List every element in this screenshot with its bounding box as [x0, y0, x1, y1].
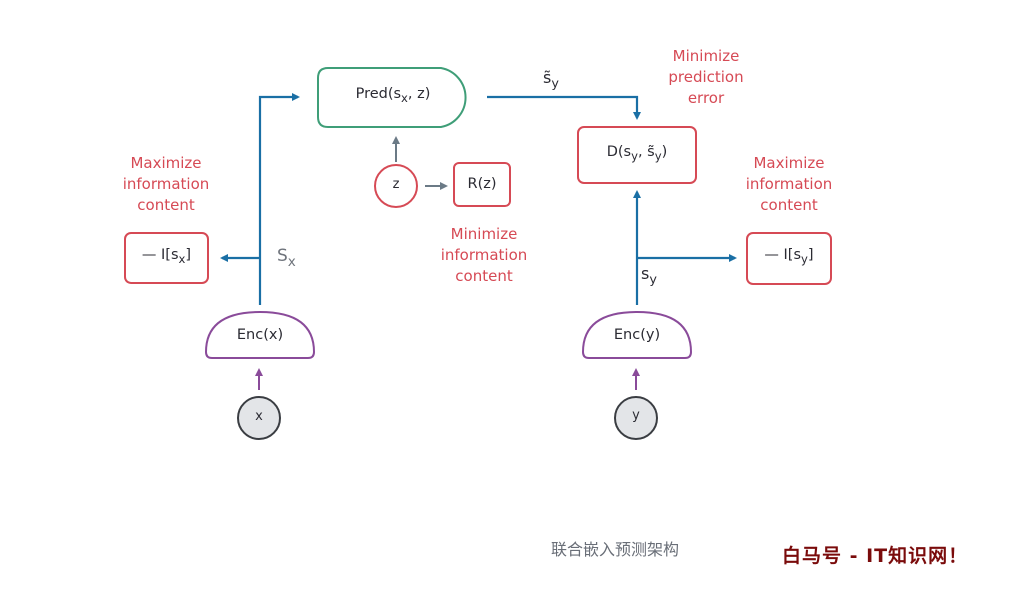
latent-z-label: z: [392, 177, 400, 192]
encoder-x-node: [204, 310, 316, 359]
distance-node: [577, 126, 697, 184]
input-x-node: [237, 396, 281, 440]
latent-z-node: [374, 164, 418, 208]
info-x-node: [124, 232, 209, 284]
arrow-sx-to-pred: [258, 93, 300, 305]
edge-label-sx: Sx: [277, 246, 296, 270]
info-y-node: [746, 232, 832, 285]
watermark: 白马号 - IT知识网！: [782, 545, 969, 567]
edge-label-sy-tilde: s̃y: [543, 68, 559, 92]
predictor-label: Pred(sx, z): [355, 86, 431, 106]
info-x-label: — I[sx]: [141, 247, 192, 267]
arrow-pred-to-distance: [487, 95, 641, 120]
objective-max-info-right: Maximize information content: [745, 154, 833, 214]
objective-min-pred-error: Minimize prediction error: [668, 47, 744, 107]
distance-label: D(sy, s̃y): [606, 144, 668, 164]
info-y-label: — I[sy]: [764, 247, 814, 267]
encoder-y-node: [581, 310, 693, 359]
objective-max-info-left: Maximize information content: [122, 154, 210, 214]
objective-min-info-z: Minimize information content: [440, 225, 528, 285]
regularizer-label: R(z): [467, 176, 497, 192]
predictor-node: [317, 67, 467, 128]
figure-caption: 联合嵌入预测架构: [551, 540, 680, 559]
encoder-y-label: Enc(y): [613, 327, 661, 343]
input-y-label: y: [632, 408, 640, 423]
edge-label-sy: sy: [641, 264, 657, 288]
input-y-node: [614, 396, 658, 440]
input-x-label: x: [255, 409, 263, 424]
encoder-x-label: Enc(x): [236, 327, 284, 343]
regularizer-node: [453, 162, 511, 207]
